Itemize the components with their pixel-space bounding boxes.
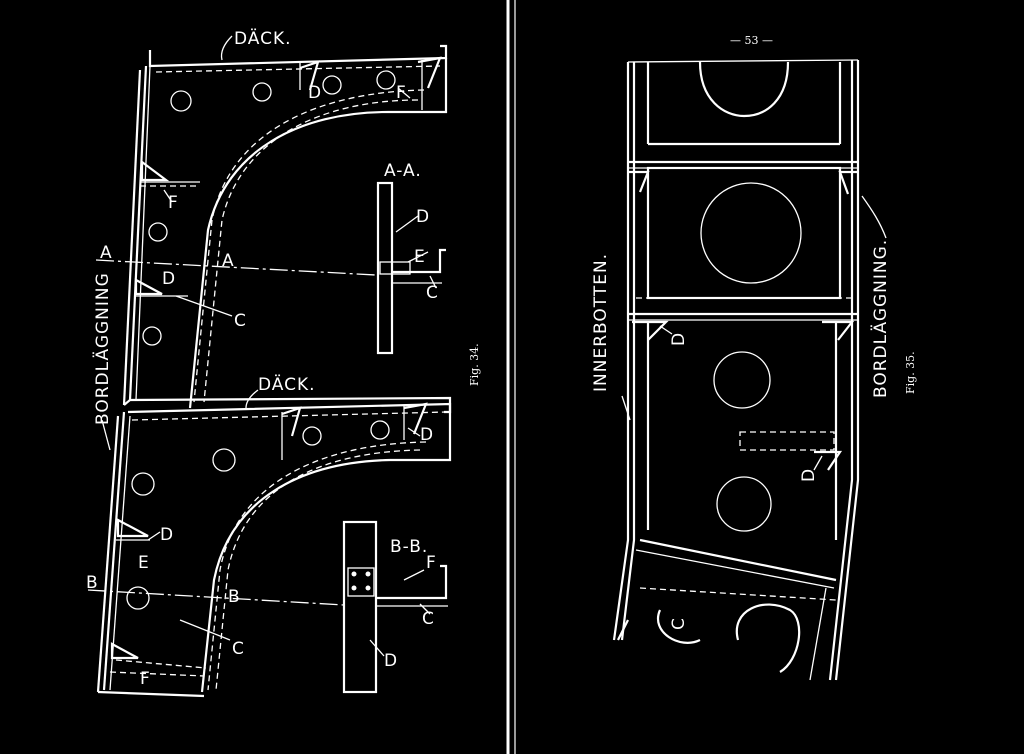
label-c-right: C [669, 617, 689, 630]
figure-34: DÄCK. DÄCK. BORDLÄGGNING A-A. B-B. A A B… [86, 28, 481, 698]
label-d-upper: D [162, 269, 176, 289]
label-d-right-upper: D [669, 332, 689, 346]
label-section-bb: B-B. [390, 537, 428, 557]
label-f-bb: F [426, 553, 437, 573]
label-e-lower: E [138, 553, 150, 573]
label-b-left: B [86, 573, 99, 593]
label-f-top: F [396, 83, 407, 103]
label-d-bb: D [384, 651, 398, 671]
label-d-mid: D [420, 425, 434, 445]
lower-frame [87, 402, 452, 698]
section-a-a [376, 181, 446, 355]
label-c-upper: C [234, 311, 247, 331]
label-f-upper: F [168, 193, 179, 213]
label-innerbotten: INNERBOTTEN. [591, 253, 611, 392]
section-line-a [95, 259, 377, 276]
label-d-aa: D [416, 207, 430, 227]
section-b-b [342, 520, 448, 694]
label-b-mid: B [228, 587, 241, 607]
label-dack-top: DÄCK. [234, 28, 292, 49]
label-bordlaggning: BORDLÄGGNING [92, 272, 113, 425]
label-section-aa: A-A. [384, 161, 422, 181]
label-f-lower: F [140, 669, 151, 689]
label-c-aa: C [426, 283, 439, 303]
upper-frame [95, 44, 452, 414]
label-bordlaggning-right: BORDLÄGGNING. [870, 239, 891, 398]
label-d-right-lower: D [799, 468, 819, 482]
figure-caption-34: Fig. 34. [468, 343, 481, 386]
label-d-lower: D [160, 525, 174, 545]
page-number: — 53 — [730, 34, 773, 47]
label-a-mid: A [222, 251, 235, 271]
label-e-aa: E [414, 247, 426, 267]
label-c-bb: C [422, 609, 435, 629]
section-line-b [87, 589, 345, 606]
figure-35: — 53 — [591, 34, 917, 681]
label-a-left: A [100, 243, 113, 263]
figure-caption-35: Fig. 35. [904, 351, 917, 394]
label-c-lower: C [232, 639, 245, 659]
label-d-top: D [308, 83, 322, 103]
label-dack-mid: DÄCK. [258, 374, 316, 395]
